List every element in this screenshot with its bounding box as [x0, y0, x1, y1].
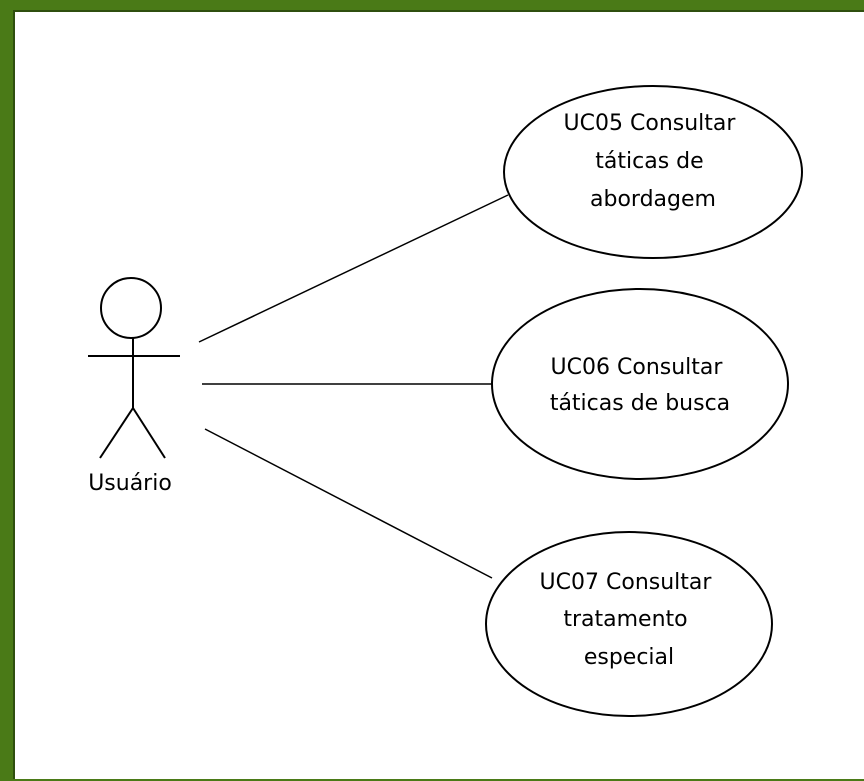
use-case-uc07-line-2: tratamento: [563, 607, 687, 632]
actor-usuario: [88, 277, 180, 459]
use-case-uc06-line-2: táticas de busca: [550, 391, 730, 416]
use-case-uc07: UC07 Consultar tratamento especial: [485, 531, 773, 717]
use-case-uc05-ellipse: [503, 85, 803, 259]
associations: [198, 194, 509, 579]
association-uc05: [198, 194, 509, 343]
association-uc07: [204, 428, 493, 579]
use-case-uc05: UC05 Consultar táticas de abordagem: [503, 85, 803, 259]
svg-text:UC06 Consultar tátic: UC06 Consultar táticas de busca: [550, 355, 730, 416]
use-case-uc06-ellipse: [491, 288, 789, 480]
use-case-uc07-ellipse: [485, 531, 773, 717]
use-case-diagram: Usuário UC05 Consultar táticas de aborda…: [88, 85, 803, 717]
use-case-uc07-line-3: especial: [584, 645, 674, 670]
svg-text:UC07 Consultar trata: UC07 Consultar tratamento especial: [540, 570, 719, 670]
use-case-uc07-line-1: UC07 Consultar: [540, 570, 713, 595]
use-case-uc06-line-1: UC06 Consultar: [551, 355, 724, 380]
actor-left-leg: [99, 407, 134, 459]
use-case-uc06: UC06 Consultar táticas de busca: [491, 288, 789, 480]
svg-text:UC05 Consultar tátic: UC05 Consultar táticas de abordagem: [564, 111, 743, 212]
actor-label: Usuário: [88, 471, 172, 496]
actor-right-leg: [132, 407, 166, 459]
diagram-canvas: Usuário UC05 Consultar táticas de aborda…: [13, 10, 864, 779]
use-case-uc05-line-1: UC05 Consultar: [564, 111, 737, 136]
use-case-uc05-line-3: abordagem: [590, 187, 716, 212]
use-case-uc05-line-2: táticas de: [595, 149, 703, 174]
actor-head: [100, 277, 162, 339]
